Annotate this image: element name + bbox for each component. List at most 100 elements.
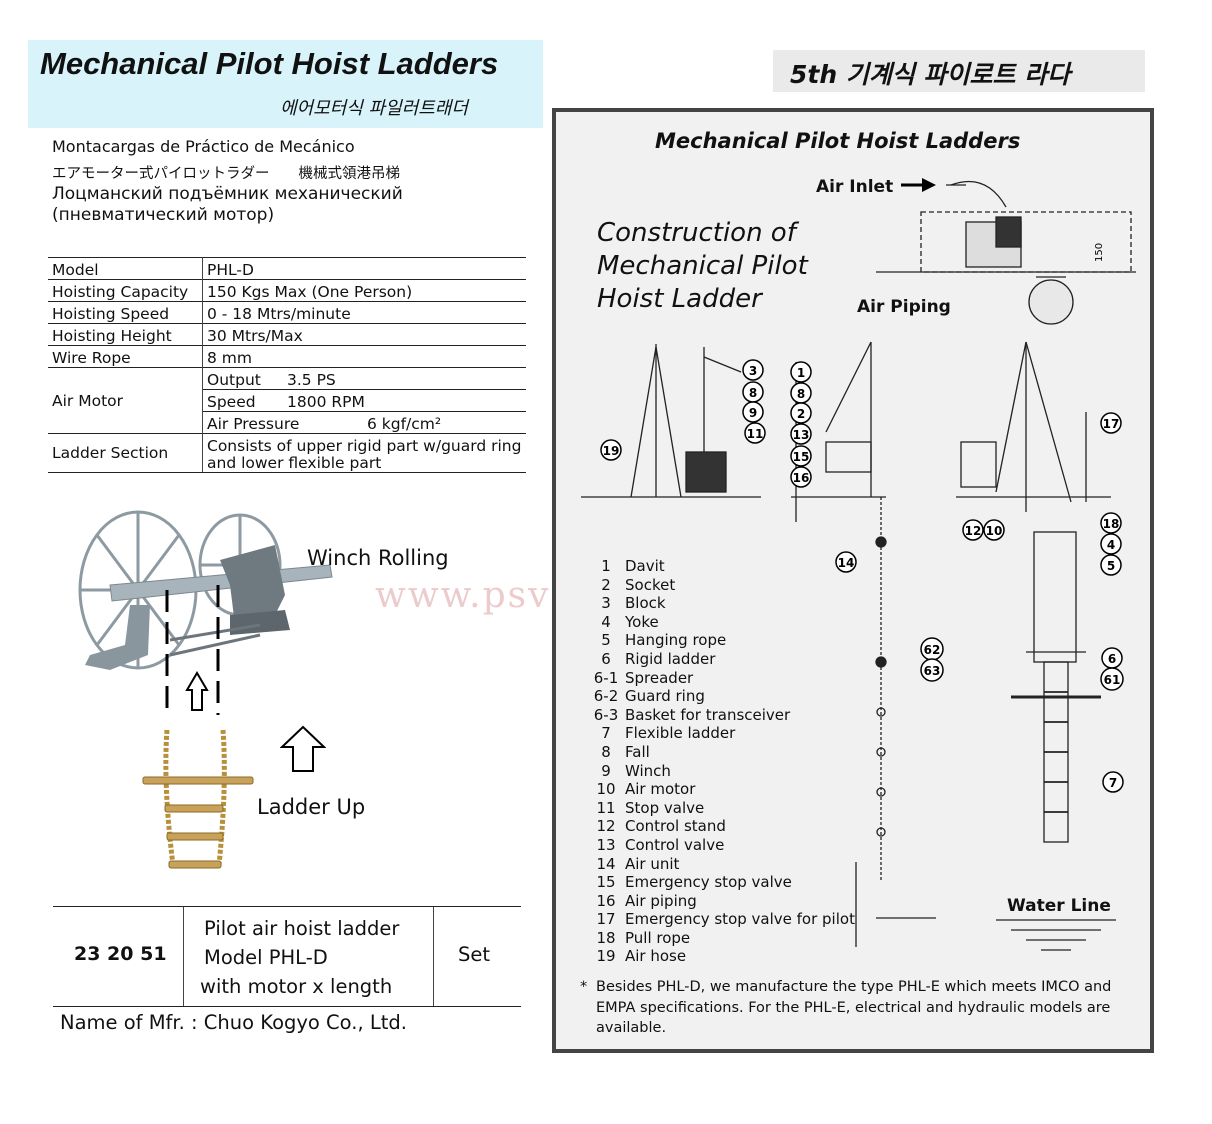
part-name: Davit bbox=[625, 557, 665, 575]
callout-17-label: 17 bbox=[1103, 417, 1120, 431]
callout-19-label: 19 bbox=[603, 444, 620, 458]
callout-1-label: 1 bbox=[797, 366, 805, 380]
ladder-caption: Ladder Up bbox=[257, 795, 366, 819]
parts-list-item: 1 Davit bbox=[587, 557, 855, 576]
parts-list-item: 19 Air hose bbox=[587, 947, 855, 966]
korean-subtitle: 에어모터식 파일러트래더 bbox=[280, 98, 468, 119]
name-russian-2: (пневматический мотор) bbox=[52, 205, 275, 225]
part-number: 7 bbox=[601, 724, 611, 743]
footnote: * Besides PHL-D, we manufacture the type… bbox=[580, 977, 1145, 1039]
callout-11-label: 11 bbox=[747, 427, 764, 441]
motor-output-value: 3.5 PS bbox=[287, 371, 336, 389]
spec-row-ladder: Ladder Section Consists of upper rigid p… bbox=[48, 433, 526, 473]
part-name: Flexible ladder bbox=[625, 724, 736, 743]
callout-7-label: 7 bbox=[1109, 776, 1117, 790]
spec-label: Ladder Section bbox=[48, 433, 203, 473]
part-number: 1 bbox=[601, 557, 611, 575]
spec-value: 30 Mtrs/Max bbox=[202, 323, 526, 346]
order-divider bbox=[183, 907, 184, 1006]
part-name: Pull rope bbox=[625, 928, 691, 947]
part-number: 17 bbox=[596, 910, 616, 929]
callout-18: 18 bbox=[1100, 512, 1122, 534]
part-name: Air piping bbox=[625, 891, 697, 910]
name-russian-1: Лоцманский подъёмник механический bbox=[52, 184, 403, 204]
part-name: Socket bbox=[625, 575, 676, 594]
parts-list-item: 8 Fall bbox=[587, 743, 855, 762]
name-spanish: Montacargas de Práctico de Mecánico bbox=[52, 137, 355, 156]
callout-10-label: 10 bbox=[986, 524, 1003, 538]
part-number: 10 bbox=[596, 780, 616, 799]
spec-row-model: Model PHL-D bbox=[48, 257, 526, 280]
callout-15: 15 bbox=[790, 445, 812, 467]
part-name: Fall bbox=[625, 742, 650, 761]
order-description: Pilot air hoist ladder Model PHL-D with … bbox=[200, 914, 399, 1001]
callout-9-label: 9 bbox=[749, 406, 757, 420]
spec-value: Consists of upper rigid part w/guard rin… bbox=[202, 433, 526, 473]
spec-table: Model PHL-D Hoisting Capacity 150 Kgs Ma… bbox=[48, 257, 526, 473]
part-number: 6 bbox=[601, 649, 611, 668]
callout-4: 4 bbox=[1100, 533, 1122, 555]
title-banner bbox=[28, 40, 543, 128]
part-number: 5 bbox=[601, 631, 611, 650]
part-name: Air motor bbox=[625, 780, 696, 799]
construction-panel bbox=[552, 108, 1154, 1053]
dimension-150: 150 bbox=[1094, 243, 1105, 262]
callout-63-label: 63 bbox=[924, 664, 941, 678]
air-piping-label: Air Piping bbox=[857, 297, 951, 317]
part-name: Winch bbox=[625, 761, 671, 780]
callout-10: 10 bbox=[983, 519, 1005, 541]
part-name: Air unit bbox=[625, 854, 680, 873]
motor-pressure-value: 6 kgf/cm² bbox=[367, 415, 442, 433]
part-number: 9 bbox=[601, 761, 611, 780]
part-name: Air hose bbox=[625, 947, 687, 966]
callout-15-label: 15 bbox=[793, 450, 810, 464]
part-name: Guard ring bbox=[625, 687, 705, 706]
name-japanese-chinese: エアモーター式パイロットラダー 機械式領港吊梯 bbox=[52, 166, 400, 182]
callout-3: 3 bbox=[742, 359, 764, 381]
callout-6: 6 bbox=[1101, 647, 1123, 669]
part-number: 18 bbox=[596, 928, 616, 947]
part-number: 19 bbox=[596, 947, 616, 966]
order-desc-line: with motor x length bbox=[200, 975, 393, 998]
callout-2: 2 bbox=[790, 402, 812, 424]
callout-9: 9 bbox=[742, 401, 764, 423]
series-badge bbox=[773, 50, 1145, 92]
spec-value: 150 Kgs Max (One Person) bbox=[202, 279, 526, 302]
construction-line: Hoist Ladder bbox=[597, 284, 762, 314]
order-desc-line: Pilot air hoist ladder bbox=[204, 917, 400, 940]
water-line-label: Water Line bbox=[1007, 896, 1111, 916]
part-name: Control stand bbox=[625, 817, 726, 836]
motor-speed-value: 1800 RPM bbox=[287, 393, 365, 411]
panel-title: Mechanical Pilot Hoist Ladders bbox=[655, 129, 1021, 153]
callout-18-label: 18 bbox=[1103, 517, 1120, 531]
spec-label: Hoisting Speed bbox=[48, 301, 203, 324]
spec-label: Hoisting Capacity bbox=[48, 279, 203, 302]
parts-list-item: 10 Air motor bbox=[587, 780, 855, 799]
air-inlet-label: Air Inlet bbox=[816, 177, 894, 197]
order-desc-line: Model PHL-D bbox=[204, 946, 328, 969]
construction-line: Mechanical Pilot bbox=[597, 251, 808, 281]
part-name: Basket for transceiver bbox=[625, 705, 791, 724]
ladder-value-2: and lower flexible part bbox=[207, 454, 382, 472]
callout-16-label: 16 bbox=[793, 471, 810, 485]
construction-heading: Construction of Mechanical Pilot Hoist L… bbox=[597, 217, 808, 316]
callout-12-label: 12 bbox=[965, 524, 982, 538]
part-number: 6-1 bbox=[593, 668, 619, 687]
part-name: Yoke bbox=[625, 612, 659, 631]
spec-value: 0 - 18 Mtrs/minute bbox=[202, 301, 526, 324]
part-name: Emergency stop valve bbox=[625, 873, 792, 892]
page-title: Mechanical Pilot Hoist Ladders bbox=[40, 46, 499, 81]
part-number: 8 bbox=[601, 742, 611, 761]
part-number: 15 bbox=[596, 873, 616, 892]
